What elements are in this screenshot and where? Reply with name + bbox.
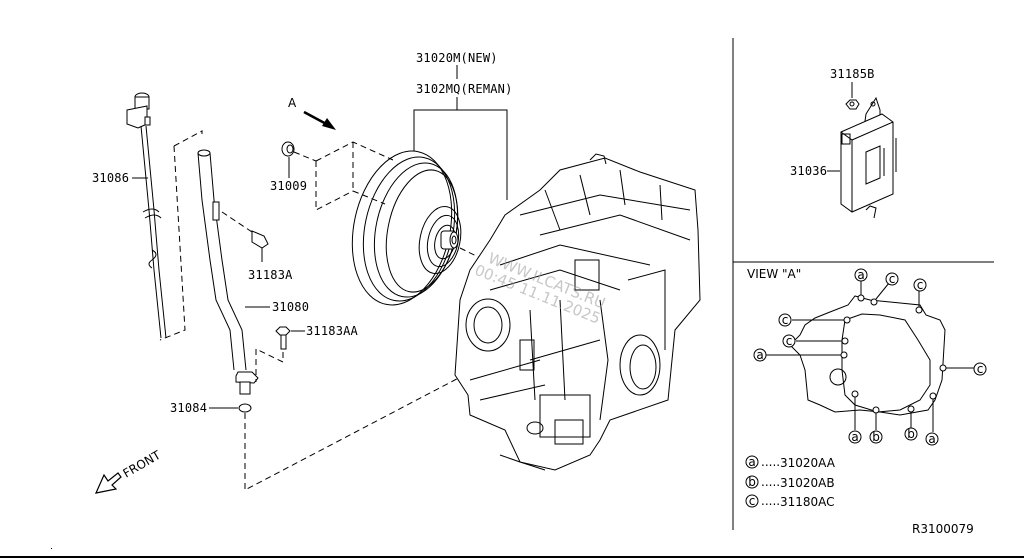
gauge-dashed-guide — [173, 130, 203, 147]
label-o-ring[interactable]: 31084 — [170, 401, 207, 415]
view-a-letter: A — [288, 96, 297, 110]
svg-text:c: c — [786, 334, 793, 348]
legend-part-c[interactable]: 31180AC — [780, 495, 835, 509]
svg-text:.....: ..... — [761, 455, 780, 469]
label-bolt-a[interactable]: 31183A — [248, 268, 293, 282]
marker-bottom-b2: b — [904, 427, 918, 441]
svg-text:.....: ..... — [761, 475, 780, 489]
charging-pipe[interactable] — [197, 149, 259, 395]
nut-31009[interactable]: 31009 — [270, 141, 307, 193]
svg-text:c: c — [917, 278, 924, 292]
svg-text:a: a — [756, 348, 763, 362]
torque-converter[interactable] — [339, 142, 469, 315]
bolt-31183aa[interactable] — [275, 326, 291, 350]
bolt-31183a[interactable] — [251, 230, 269, 262]
legend-item-c: c ..... 31180AC — [745, 494, 835, 509]
svg-text:.....: ..... — [761, 494, 780, 508]
label-charging-pipe[interactable]: 31080 — [272, 300, 309, 314]
label-torque-converter-reman[interactable]: 3102MQ(REMAN) — [416, 82, 513, 96]
marker-bottom-a2: a — [925, 432, 939, 446]
control-unit-31036[interactable] — [840, 96, 897, 219]
marker-left-a: a — [753, 348, 767, 362]
front-indicator: FRONT — [94, 448, 164, 494]
svg-text:c: c — [749, 494, 756, 508]
view-a-panel: VIEW "A" — [747, 267, 987, 446]
illustration-code: R3100079 — [912, 522, 974, 536]
oil-level-gauge[interactable] — [126, 92, 167, 339]
svg-text:c: c — [889, 272, 896, 286]
o-ring[interactable] — [238, 403, 252, 413]
label-bolt-aa[interactable]: 31183AA — [306, 324, 359, 338]
svg-text:a: a — [857, 268, 864, 282]
legend-item-b: b ..... 31020AB — [745, 475, 835, 490]
svg-text:c: c — [977, 362, 984, 376]
arrow-icon — [322, 118, 336, 130]
label-torque-converter-new[interactable]: 31020M(NEW) — [416, 51, 498, 65]
label-oil-level-gauge[interactable]: 31086 — [92, 171, 129, 185]
legend-item-a: a ..... 31020AA — [745, 455, 836, 470]
marker-bottom-a1: a — [848, 430, 862, 444]
legend-part-b[interactable]: 31020AB — [780, 476, 835, 490]
label-bracket-nut[interactable]: 31185B — [830, 67, 875, 81]
svg-text:a: a — [851, 430, 858, 444]
bracket-nut-31185b[interactable]: 31185B — [830, 67, 875, 110]
view-a-marker: A — [288, 96, 336, 130]
legend-part-a[interactable]: 31020AA — [780, 456, 836, 470]
marker-left-c1: c — [778, 313, 792, 327]
marker-bottom-b1: b — [869, 430, 883, 444]
marker-left-c2: c — [782, 334, 796, 348]
marker-top-c2: c — [913, 278, 927, 292]
torque-converter-callout: 31020M(NEW) 3102MQ(REMAN) — [413, 51, 513, 200]
svg-text:a: a — [928, 432, 935, 446]
label-control-unit[interactable]: 31036 — [790, 164, 827, 178]
svg-text:b: b — [748, 475, 756, 489]
marker-right-c: c — [973, 362, 987, 376]
svg-text:c: c — [782, 313, 789, 327]
svg-text:b: b — [907, 427, 915, 441]
svg-text:b: b — [872, 430, 880, 444]
label-nut[interactable]: 31009 — [270, 179, 307, 193]
svg-text:a: a — [748, 455, 755, 469]
front-arrow-icon — [94, 472, 122, 494]
transmission-assembly[interactable] — [454, 153, 701, 471]
marker-top-a: a — [854, 268, 868, 282]
view-a-title: VIEW "A" — [747, 267, 801, 281]
marker-top-c1: c — [885, 272, 899, 286]
stray-dot — [51, 548, 52, 549]
front-label: FRONT — [121, 448, 164, 481]
view-a-legend: a ..... 31020AA b ..... 31020AB c ..... … — [745, 455, 836, 509]
